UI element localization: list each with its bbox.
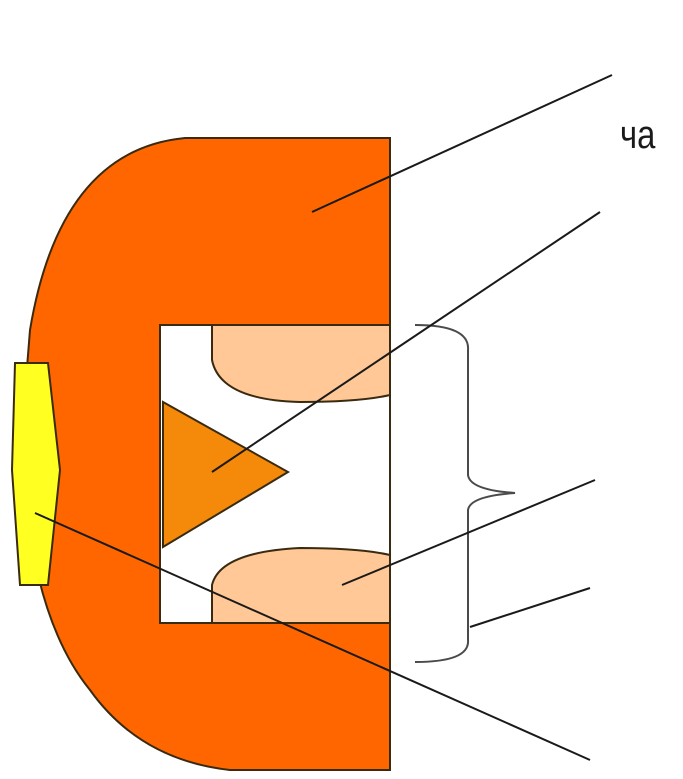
upper-pad-shape xyxy=(211,324,391,404)
leader-line-5 xyxy=(34,512,591,761)
leader-line-1 xyxy=(311,74,613,213)
lower-pad-shape xyxy=(211,546,391,624)
brace-shape xyxy=(414,324,516,663)
triangle-shape xyxy=(162,400,290,549)
leader-line-3 xyxy=(341,479,596,586)
leader-line-2 xyxy=(211,211,601,473)
leader-line-4 xyxy=(469,587,591,628)
lens-shape xyxy=(10,362,62,586)
label-1-fragment: ча xyxy=(620,112,656,157)
